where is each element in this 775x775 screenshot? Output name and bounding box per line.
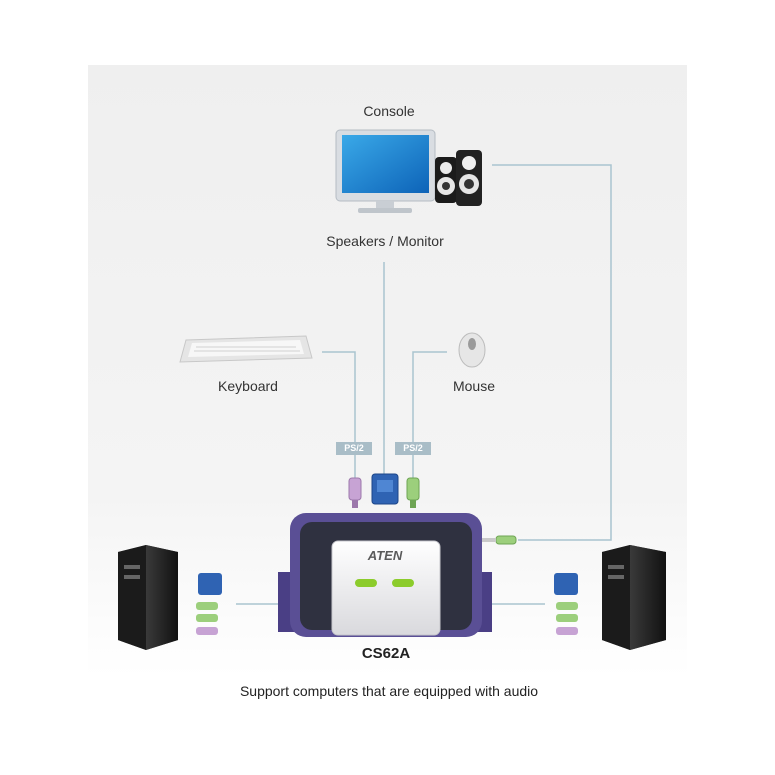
caption: Support computers that are equipped with… bbox=[239, 683, 539, 699]
audio-plug-icon bbox=[482, 535, 517, 545]
model-label: CS62A bbox=[361, 645, 411, 662]
cables bbox=[236, 164, 612, 605]
mouse-icon bbox=[458, 332, 486, 368]
ps2-mouse-badge: PS/2 bbox=[395, 442, 431, 455]
ps2-keyboard-plug-icon bbox=[348, 477, 362, 508]
aten-logo: ATEN bbox=[367, 548, 403, 563]
kvm-switch bbox=[278, 513, 492, 637]
led-port-2 bbox=[392, 579, 414, 587]
monitor-icon bbox=[335, 129, 436, 213]
left-computer-icon bbox=[118, 545, 178, 650]
mouse-label: Mouse bbox=[452, 378, 496, 394]
keyboard-cable bbox=[322, 351, 356, 480]
speakers-monitor-label: Speakers / Monitor bbox=[326, 233, 444, 249]
left-plugs-icon bbox=[196, 573, 222, 635]
ps2-keyboard-badge: PS/2 bbox=[336, 442, 372, 455]
vga-plug-icon bbox=[371, 473, 399, 505]
console-label: Console bbox=[363, 103, 415, 119]
right-computer-icon bbox=[602, 545, 666, 650]
keyboard-label: Keyboard bbox=[218, 378, 278, 394]
right-plugs-icon bbox=[554, 573, 578, 635]
speakers-icon bbox=[435, 150, 482, 206]
led-port-1 bbox=[355, 579, 377, 587]
ps2-mouse-plug-icon bbox=[406, 477, 420, 508]
mouse-cable bbox=[412, 351, 447, 480]
keyboard-icon bbox=[179, 335, 313, 363]
audio-cable bbox=[492, 164, 612, 541]
